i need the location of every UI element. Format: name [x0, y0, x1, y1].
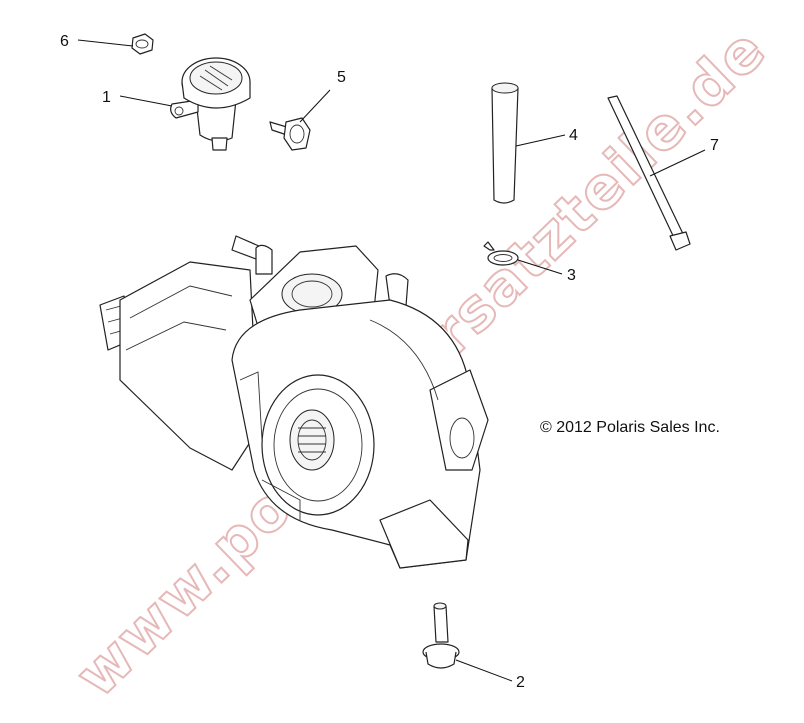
leader-7 [649, 149, 706, 177]
part-1-reservoir [170, 57, 251, 151]
callout-7: 7 [710, 137, 719, 154]
callout-4: 4 [569, 127, 578, 144]
callout-2: 2 [516, 674, 525, 691]
copyright-notice: © 2012 Polaris Sales Inc. [540, 419, 720, 436]
main-assembly [99, 235, 489, 569]
leader-1 [119, 95, 173, 107]
leader-2 [455, 659, 513, 682]
leader-3 [517, 259, 563, 275]
part-5-screw [269, 117, 311, 151]
callout-3: 3 [567, 267, 576, 284]
callout-labels: 6 1 5 4 7 3 2 [60, 33, 719, 691]
part-4-tube [491, 82, 519, 204]
leader-lines [77, 39, 706, 682]
leader-6 [77, 39, 134, 47]
part-7-line [607, 95, 691, 251]
callout-6: 6 [60, 33, 69, 50]
leader-5 [299, 89, 331, 123]
leader-4 [515, 134, 566, 147]
part-3-clamp [483, 241, 519, 266]
part-2-bolt [422, 602, 460, 669]
callout-1: 1 [102, 89, 111, 106]
part-6-nut [131, 33, 154, 55]
callout-5: 5 [337, 69, 346, 86]
